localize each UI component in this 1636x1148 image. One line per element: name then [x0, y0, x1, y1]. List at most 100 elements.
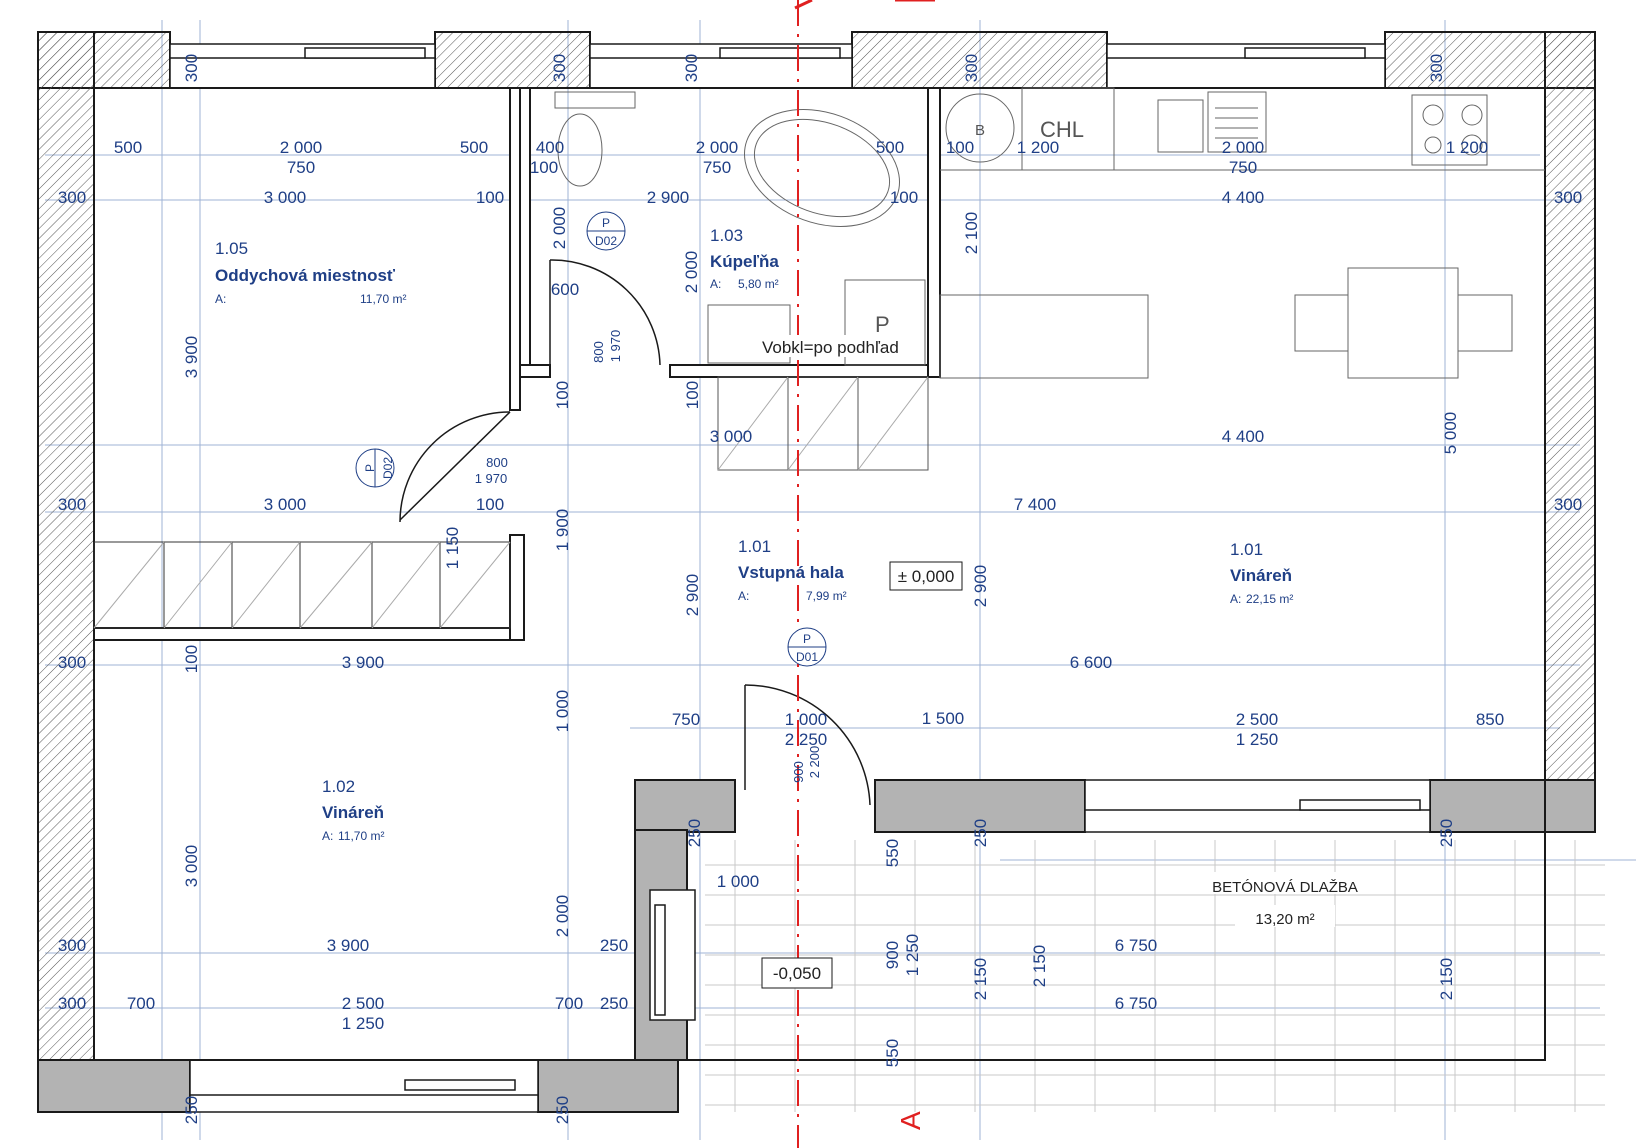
dim-text: 6 750: [1115, 936, 1158, 955]
dim-text: 1 150: [443, 527, 462, 570]
room-area-label: A:: [1230, 592, 1241, 606]
dim-text: 250: [685, 819, 704, 847]
door-tag-top: P: [602, 216, 610, 230]
dim-text: 300: [1427, 54, 1446, 82]
dim-text: 1 000: [717, 872, 760, 891]
windows: [169, 43, 1431, 1113]
dim-text: 4 400: [1222, 427, 1265, 446]
horizontal-dimensions: 500 2 000 750 500 400 100 2 000 750 500 …: [58, 138, 1582, 1033]
room-area: 22,15 m²: [1246, 592, 1293, 606]
dim-text: 750: [1229, 158, 1257, 177]
dim-text: 1 000: [785, 710, 828, 729]
dim-text: 700: [555, 994, 583, 1013]
doors: [399, 259, 871, 806]
room-name: Vináreň: [1230, 566, 1292, 585]
dim-text: 300: [58, 653, 86, 672]
dim-text: 500: [460, 138, 488, 157]
room-area-label: A:: [710, 277, 721, 291]
dim-text: 1 970: [608, 330, 623, 363]
dim-text: 2 150: [971, 958, 990, 1001]
dim-text: 250: [971, 819, 990, 847]
dim-text: 1 250: [1236, 730, 1279, 749]
section-label: A: [895, 1111, 926, 1130]
room-number: 1.02: [322, 777, 355, 796]
room-number: 1.03: [710, 226, 743, 245]
section-axis: [794, 0, 935, 1148]
level-mark-terrace: -0,050: [761, 957, 833, 989]
level-terrace: -0,050: [773, 964, 821, 983]
dim-text: 2 500: [1236, 710, 1279, 729]
room-1-01-winery: 1.01 Vináreň A: 22,15 m²: [1230, 540, 1293, 606]
dim-text: 300: [682, 54, 701, 82]
room-area: 5,80 m²: [738, 277, 779, 291]
dim-text: 2 200: [807, 746, 822, 779]
dim-text: 6 750: [1115, 994, 1158, 1013]
room-name: Oddychová miestnosť: [215, 266, 396, 285]
room-area: 7,99 m²: [806, 589, 847, 603]
dim-text: 3 900: [342, 653, 385, 672]
level-mark-floor: ± 0,000: [889, 561, 963, 591]
room-number: 1.05: [215, 239, 248, 258]
dim-text: 5 000: [1441, 412, 1460, 455]
dim-text: 3 000: [710, 427, 753, 446]
dim-text: 1 970: [475, 471, 508, 486]
dim-text: 250: [600, 936, 628, 955]
dim-text: 2 900: [971, 565, 990, 608]
dim-text: 300: [962, 54, 981, 82]
room-1-02: 1.02 Vináreň A: 11,70 m²: [322, 777, 384, 843]
dim-text: 2 900: [647, 188, 690, 207]
terrace-paving: [705, 840, 1605, 1112]
dim-text: 3 000: [182, 845, 201, 888]
dim-text: 1 900: [553, 509, 572, 552]
vertical-dimensions: 300 300 300 300 300 2 000 2 000 2 100 3 …: [182, 54, 1460, 1124]
dim-text: 1 250: [903, 934, 922, 977]
dim-text: 2 000: [682, 251, 701, 294]
terrace-label: BETÓNOVÁ DLAŽBA 13,20 m²: [1195, 872, 1375, 928]
dim-text: 750: [703, 158, 731, 177]
room-name: Vstupná hala: [738, 563, 844, 582]
dim-text: 300: [58, 994, 86, 1013]
dim-text: 550: [883, 839, 902, 867]
dim-text: 2 250: [785, 730, 828, 749]
dim-text: 750: [287, 158, 315, 177]
wardrobe: [93, 541, 511, 629]
dim-text: 250: [182, 1096, 201, 1124]
dim-text: 800: [591, 341, 606, 363]
dim-text: 100: [946, 138, 974, 157]
room-number: 1.01: [1230, 540, 1263, 559]
bath-note: Vobkl=po podhľad: [762, 338, 899, 357]
room-name: Kúpeľňa: [710, 252, 779, 271]
dim-text: 400: [536, 138, 564, 157]
room-1-05: 1.05 Oddychová miestnosť A: 11,70 m²: [215, 239, 406, 306]
dim-text: 2 000: [550, 207, 569, 250]
dim-text: 850: [1476, 710, 1504, 729]
bathroom-fixtures: [554, 87, 1115, 366]
room-1-01-hall: 1.01 Vstupná hala A: 7,99 m²: [738, 537, 847, 603]
dim-text: 1 250: [342, 1014, 385, 1033]
dim-text: 250: [1437, 819, 1456, 847]
dim-text: 7 400: [1014, 495, 1057, 514]
terrace-area: 13,20 m²: [1255, 911, 1314, 928]
room-area-label: A:: [738, 589, 749, 603]
door-tag-bottom: D02: [381, 457, 395, 479]
boiler-label: B: [975, 122, 985, 139]
room-area-label: A:: [215, 292, 226, 306]
door-tag-3: P D01: [787, 627, 827, 667]
dim-text: 4 400: [1222, 188, 1265, 207]
dim-text: 2 100: [962, 212, 981, 255]
dim-text: 100: [530, 158, 558, 177]
dim-text: 2 000: [280, 138, 323, 157]
dim-text: 1 500: [922, 709, 965, 728]
level-floor: ± 0,000: [898, 567, 955, 586]
room-area: 11,70 m²: [338, 829, 384, 843]
dim-text: 300: [1554, 188, 1582, 207]
chl-label: CHL: [1040, 117, 1084, 142]
dim-text: 900: [791, 761, 806, 783]
door-tag-1: P D02: [586, 211, 626, 251]
dim-text: 700: [127, 994, 155, 1013]
dim-text: 6 600: [1070, 653, 1113, 672]
dim-text: 250: [600, 994, 628, 1013]
dim-text: 2 150: [1437, 958, 1456, 1001]
dim-text: 3 900: [327, 936, 370, 955]
